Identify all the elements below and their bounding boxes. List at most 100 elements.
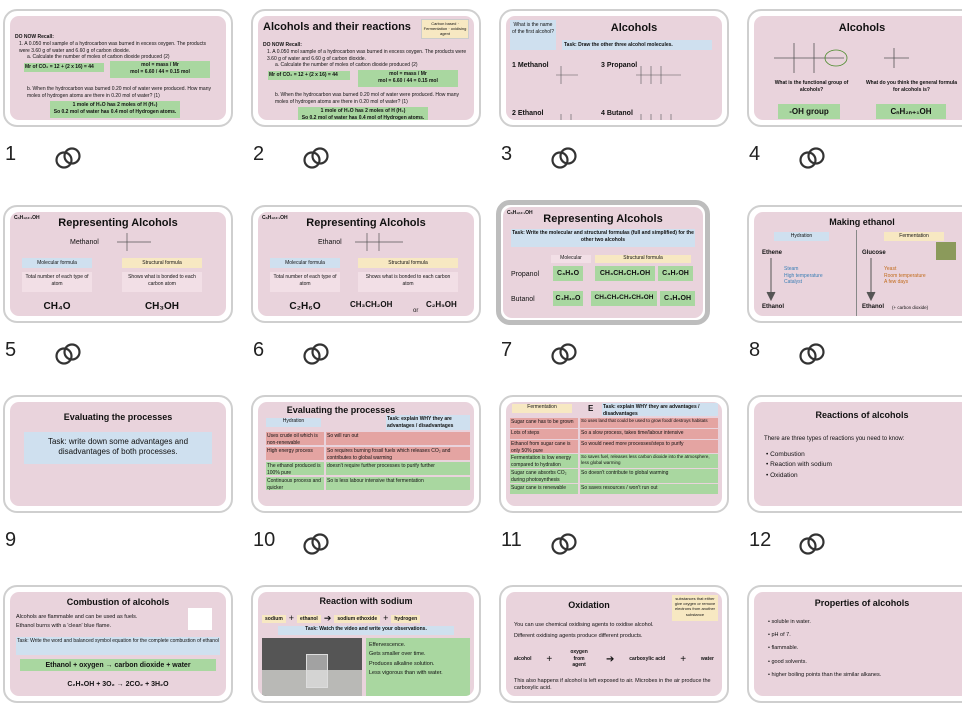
molecular-description: Total number of each type of atom xyxy=(22,272,92,292)
slide-thumbnail-11[interactable]: Fermentation E Task: explain WHY they ar… xyxy=(499,395,729,513)
slide-thumbnail-4[interactable]: Alcohols What is the functional group of… xyxy=(747,9,962,127)
simplified-formula: C₂H₅OH xyxy=(426,300,457,309)
slide-thumbnail-16[interactable]: Properties of alcohols • soluble in wate… xyxy=(747,585,962,703)
link-icon[interactable] xyxy=(797,145,827,171)
slide-thumbnail-14[interactable]: Reaction with sodium sodium+ ethanol➔ so… xyxy=(251,585,481,703)
carbon-dioxide-note: (+ carbon dioxide) xyxy=(892,305,929,310)
table-cell: High energy process xyxy=(266,447,324,460)
slide-title: Representing Alcohols xyxy=(306,217,426,229)
sugar-cane-image xyxy=(936,242,956,260)
slide-number: 1 xyxy=(5,143,17,165)
do-now-heading: DO NOW Recall: xyxy=(263,42,302,48)
propanol-molecular: C₃H₈O xyxy=(553,266,583,281)
slide-thumbnail-5[interactable]: CₙH₂ₙ₊₁OH Representing Alcohols Methanol… xyxy=(3,205,233,323)
video-player[interactable] xyxy=(262,638,362,696)
slide-thumbnail-3[interactable]: Alcohols What is the name of the first a… xyxy=(499,9,729,127)
link-icon[interactable] xyxy=(53,341,83,367)
slide-thumbnail-15[interactable]: Oxidation substances that either give ox… xyxy=(499,585,729,703)
link-icon[interactable] xyxy=(549,341,579,367)
condition-a-few-days: A few days xyxy=(884,279,909,285)
butanol-simplified: C₄H₉OH xyxy=(660,291,695,306)
slide-title: Alcohols and their reactions xyxy=(263,21,411,33)
answer-line: mol = 6.60 / 44 = 0.15 mol xyxy=(130,68,190,75)
slide-title-initial: E xyxy=(588,404,594,413)
slide-thumbnail-2[interactable]: Alcohols and their reactions Carbon base… xyxy=(251,9,481,127)
answer-line: mol = mass / Mr xyxy=(389,71,427,77)
list-item-text: good solvents. xyxy=(771,658,807,665)
slide-title: Reactions of alcohols xyxy=(815,410,909,420)
table-cell: Sugar cane has to be grown xyxy=(510,418,578,428)
slide-number: 2 xyxy=(253,143,265,165)
table-cell: Sugar cane absorbs CO₂ during photosynth… xyxy=(510,469,578,483)
molecular-formula: C₂H₆O xyxy=(289,301,321,312)
link-icon[interactable] xyxy=(301,145,331,171)
slide-number: 11 xyxy=(501,529,522,551)
slide-title: Oxidation xyxy=(568,600,610,610)
slide-thumbnail-7-selected[interactable]: CₙH₂ₙ₊₁OH Representing Alcohols Task: Wr… xyxy=(496,200,710,325)
slide-number: 3 xyxy=(501,143,513,165)
slide-thumbnail-1[interactable]: DO NOW Recall: 1. A 0.050 mol sample of … xyxy=(3,9,233,127)
body-line: You can use chemical oxidising agents to… xyxy=(514,622,654,628)
molecular-formula: CH₄O xyxy=(43,301,71,312)
link-icon[interactable] xyxy=(797,531,827,557)
link-icon[interactable] xyxy=(549,145,579,171)
answer-line: mol = 6.60 / 44 = 0.15 mol xyxy=(378,77,438,84)
link-icon[interactable] xyxy=(53,145,83,171)
list-item: • Oxidation xyxy=(766,471,798,479)
slide-thumbnail-13[interactable]: Combustion of alcohols Alcohols are flam… xyxy=(3,585,233,703)
table-cell: Fermentation is low energy compared to h… xyxy=(510,454,578,468)
ethanol-label: 2 Ethanol xyxy=(512,110,544,117)
arrow-down-icon xyxy=(866,258,876,302)
reactant-ethanol: ethanol xyxy=(297,614,321,624)
table-row: Ethanol from sugar cane is only 50% pure… xyxy=(510,440,718,454)
arrow-down-icon xyxy=(766,258,776,302)
answer-line: 1 mole of H₂O has 2 moles of H (H₂) xyxy=(72,102,158,108)
task-box: Task: explain WHY they are advantages / … xyxy=(386,415,470,430)
slide-thumbnail-10[interactable]: Evaluating the processes Hydration Task:… xyxy=(251,395,481,513)
propanol-simplified: C₃H₇OH xyxy=(658,266,693,281)
task-box: Task: Write the molecular and structural… xyxy=(511,229,695,247)
slide-number: 5 xyxy=(5,339,17,361)
answer-line: mol = mass / Mr xyxy=(141,62,179,68)
intro-text: There are three types of reactions you n… xyxy=(764,436,905,442)
ethanol-label: Ethanol xyxy=(762,304,784,310)
table-cell: So is less labour intensive that ferment… xyxy=(326,477,470,490)
plus-sign: + xyxy=(288,613,295,623)
structural-formula-header: Structural formula xyxy=(122,258,202,268)
list-item: • Reaction with sodium xyxy=(766,461,832,469)
list-item: • good solvents. xyxy=(768,658,807,665)
slide-thumbnail-8[interactable]: Making ethanol Hydration Fermentation Et… xyxy=(747,205,962,323)
hydration-header: Hydration xyxy=(774,232,829,241)
reaction-list: • Combustion • Reaction with sodium • Ox… xyxy=(766,450,832,481)
slide-thumbnail-12[interactable]: Reactions of alcohols There are three ty… xyxy=(747,395,962,513)
formula-tag: CₙH₂ₙ₊₁OH xyxy=(507,210,533,216)
link-icon[interactable] xyxy=(301,341,331,367)
structure-diagram xyxy=(117,233,151,251)
table-cell: So doesn't contribute to global warming xyxy=(580,469,718,483)
answer-oh-group: -OH group xyxy=(778,104,840,119)
propanol-label: 3 Propanol xyxy=(601,62,638,69)
link-icon[interactable] xyxy=(797,341,827,367)
task-box: Task: explain WHY they are advantages / … xyxy=(602,403,718,417)
task-box: Task: write down some advantages and dis… xyxy=(24,432,212,464)
task-box: Task: Watch the video and write your obs… xyxy=(278,626,454,635)
structural-description: Shows what is bonded to each carbon atom xyxy=(122,272,202,292)
table-cell: So would need more processes/steps to pu… xyxy=(580,440,718,453)
butanol-molecular: C₄H₁₀O xyxy=(553,291,583,306)
slide-thumbnail-6[interactable]: CₙH₂ₙ₊₁OH Representing Alcohols Ethanol … xyxy=(251,205,481,323)
link-icon[interactable] xyxy=(549,531,579,557)
slide-thumbnail-9[interactable]: Evaluating the processes Task: write dow… xyxy=(3,395,233,513)
link-icon[interactable] xyxy=(301,531,331,557)
molecular-formula-header: Molecular formula xyxy=(270,258,340,268)
body-line: This also happens if alcohol is left exp… xyxy=(514,678,711,692)
answer-general-formula: CₙH₂ₙ₊₁OH xyxy=(876,104,946,119)
slide-number: 7 xyxy=(501,339,513,361)
structural-formula-header: Structural formula xyxy=(358,258,458,268)
table-cell: So will run out xyxy=(326,432,470,445)
